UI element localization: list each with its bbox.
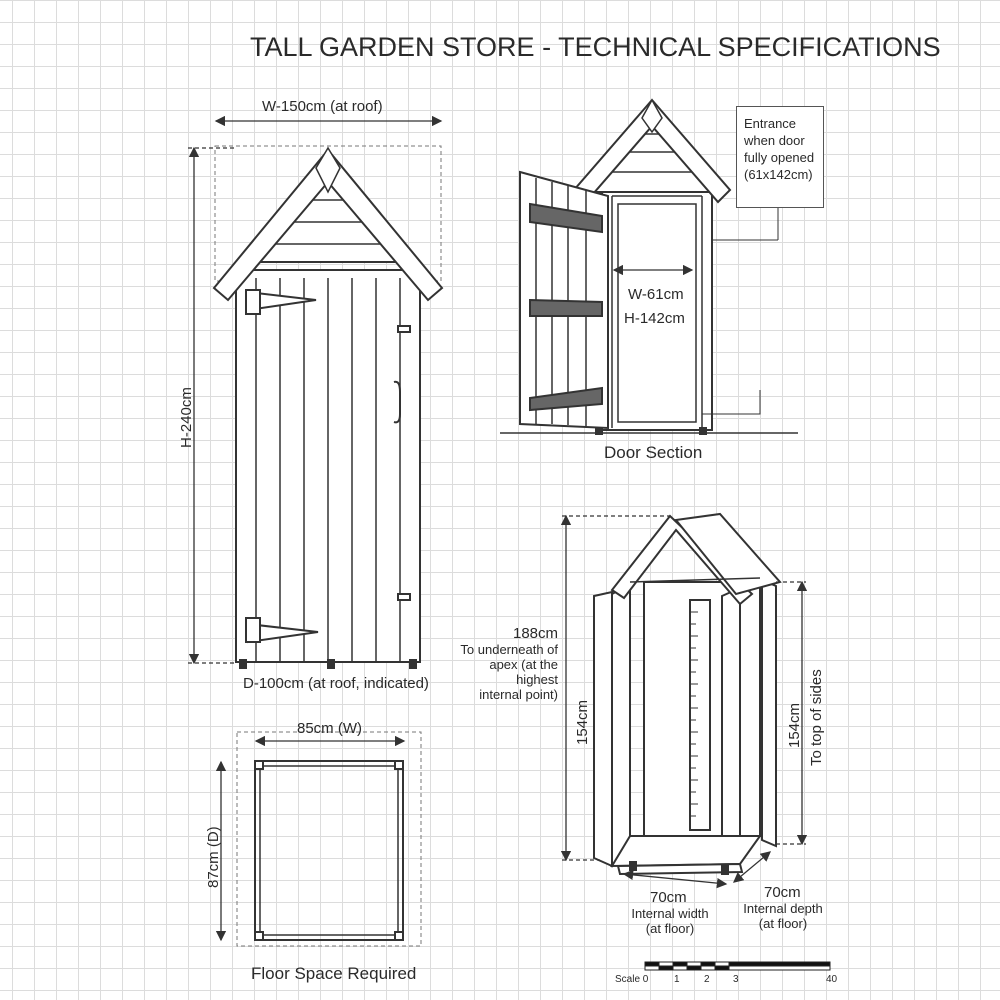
interior-apex-height-label: 188cm	[513, 625, 559, 642]
floor-width-label: 85cm (W)	[297, 720, 362, 737]
interior-view	[593, 512, 782, 876]
front-width-label: W-150cm (at roof)	[262, 98, 383, 115]
scale-bar	[644, 961, 831, 971]
interior-dimensions	[560, 514, 808, 889]
front-height-label: H-240cm	[178, 387, 195, 448]
scale-tick-3: 3	[733, 974, 739, 985]
floor-depth-label: 87cm (D)	[205, 826, 222, 888]
floor-plan-view	[236, 731, 422, 947]
entrance-callout: Entrance when door fully opened (61x142c…	[736, 106, 824, 208]
interior-apex-note: To underneath of apex (at the highest in…	[460, 642, 558, 702]
floor-plan-caption: Floor Space Required	[251, 964, 417, 983]
entrance-callout-text: Entrance when door fully opened (61x142c…	[744, 116, 815, 182]
door-height-label: H-142cm	[624, 310, 685, 327]
interior-depth-note: Internal depth (at floor)	[743, 901, 823, 931]
page-title: TALL GARDEN STORE - TECHNICAL SPECIFICAT…	[250, 32, 941, 62]
front-view	[212, 145, 444, 669]
scale-label: Scale 0	[615, 974, 649, 985]
door-section-view	[500, 98, 798, 435]
door-width-label: W-61cm	[628, 286, 684, 303]
scale-tick-40: 40	[826, 974, 838, 985]
interior-sides-note: To top of sides	[808, 669, 825, 766]
door-section-caption: Door Section	[604, 443, 703, 462]
scale-tick-2: 2	[704, 974, 710, 985]
scale-tick-1: 1	[674, 974, 680, 985]
interior-width-value: 70cm	[650, 889, 687, 906]
front-depth-label: D-100cm (at roof, indicated)	[243, 675, 429, 692]
interior-wall-height-right: 154cm	[786, 702, 803, 748]
interior-width-note: Internal width (at floor)	[631, 906, 709, 936]
interior-wall-height-left: 154cm	[574, 699, 591, 745]
front-dimensions	[188, 115, 443, 665]
interior-depth-value: 70cm	[764, 884, 801, 901]
floor-plan-dimensions	[215, 735, 406, 942]
